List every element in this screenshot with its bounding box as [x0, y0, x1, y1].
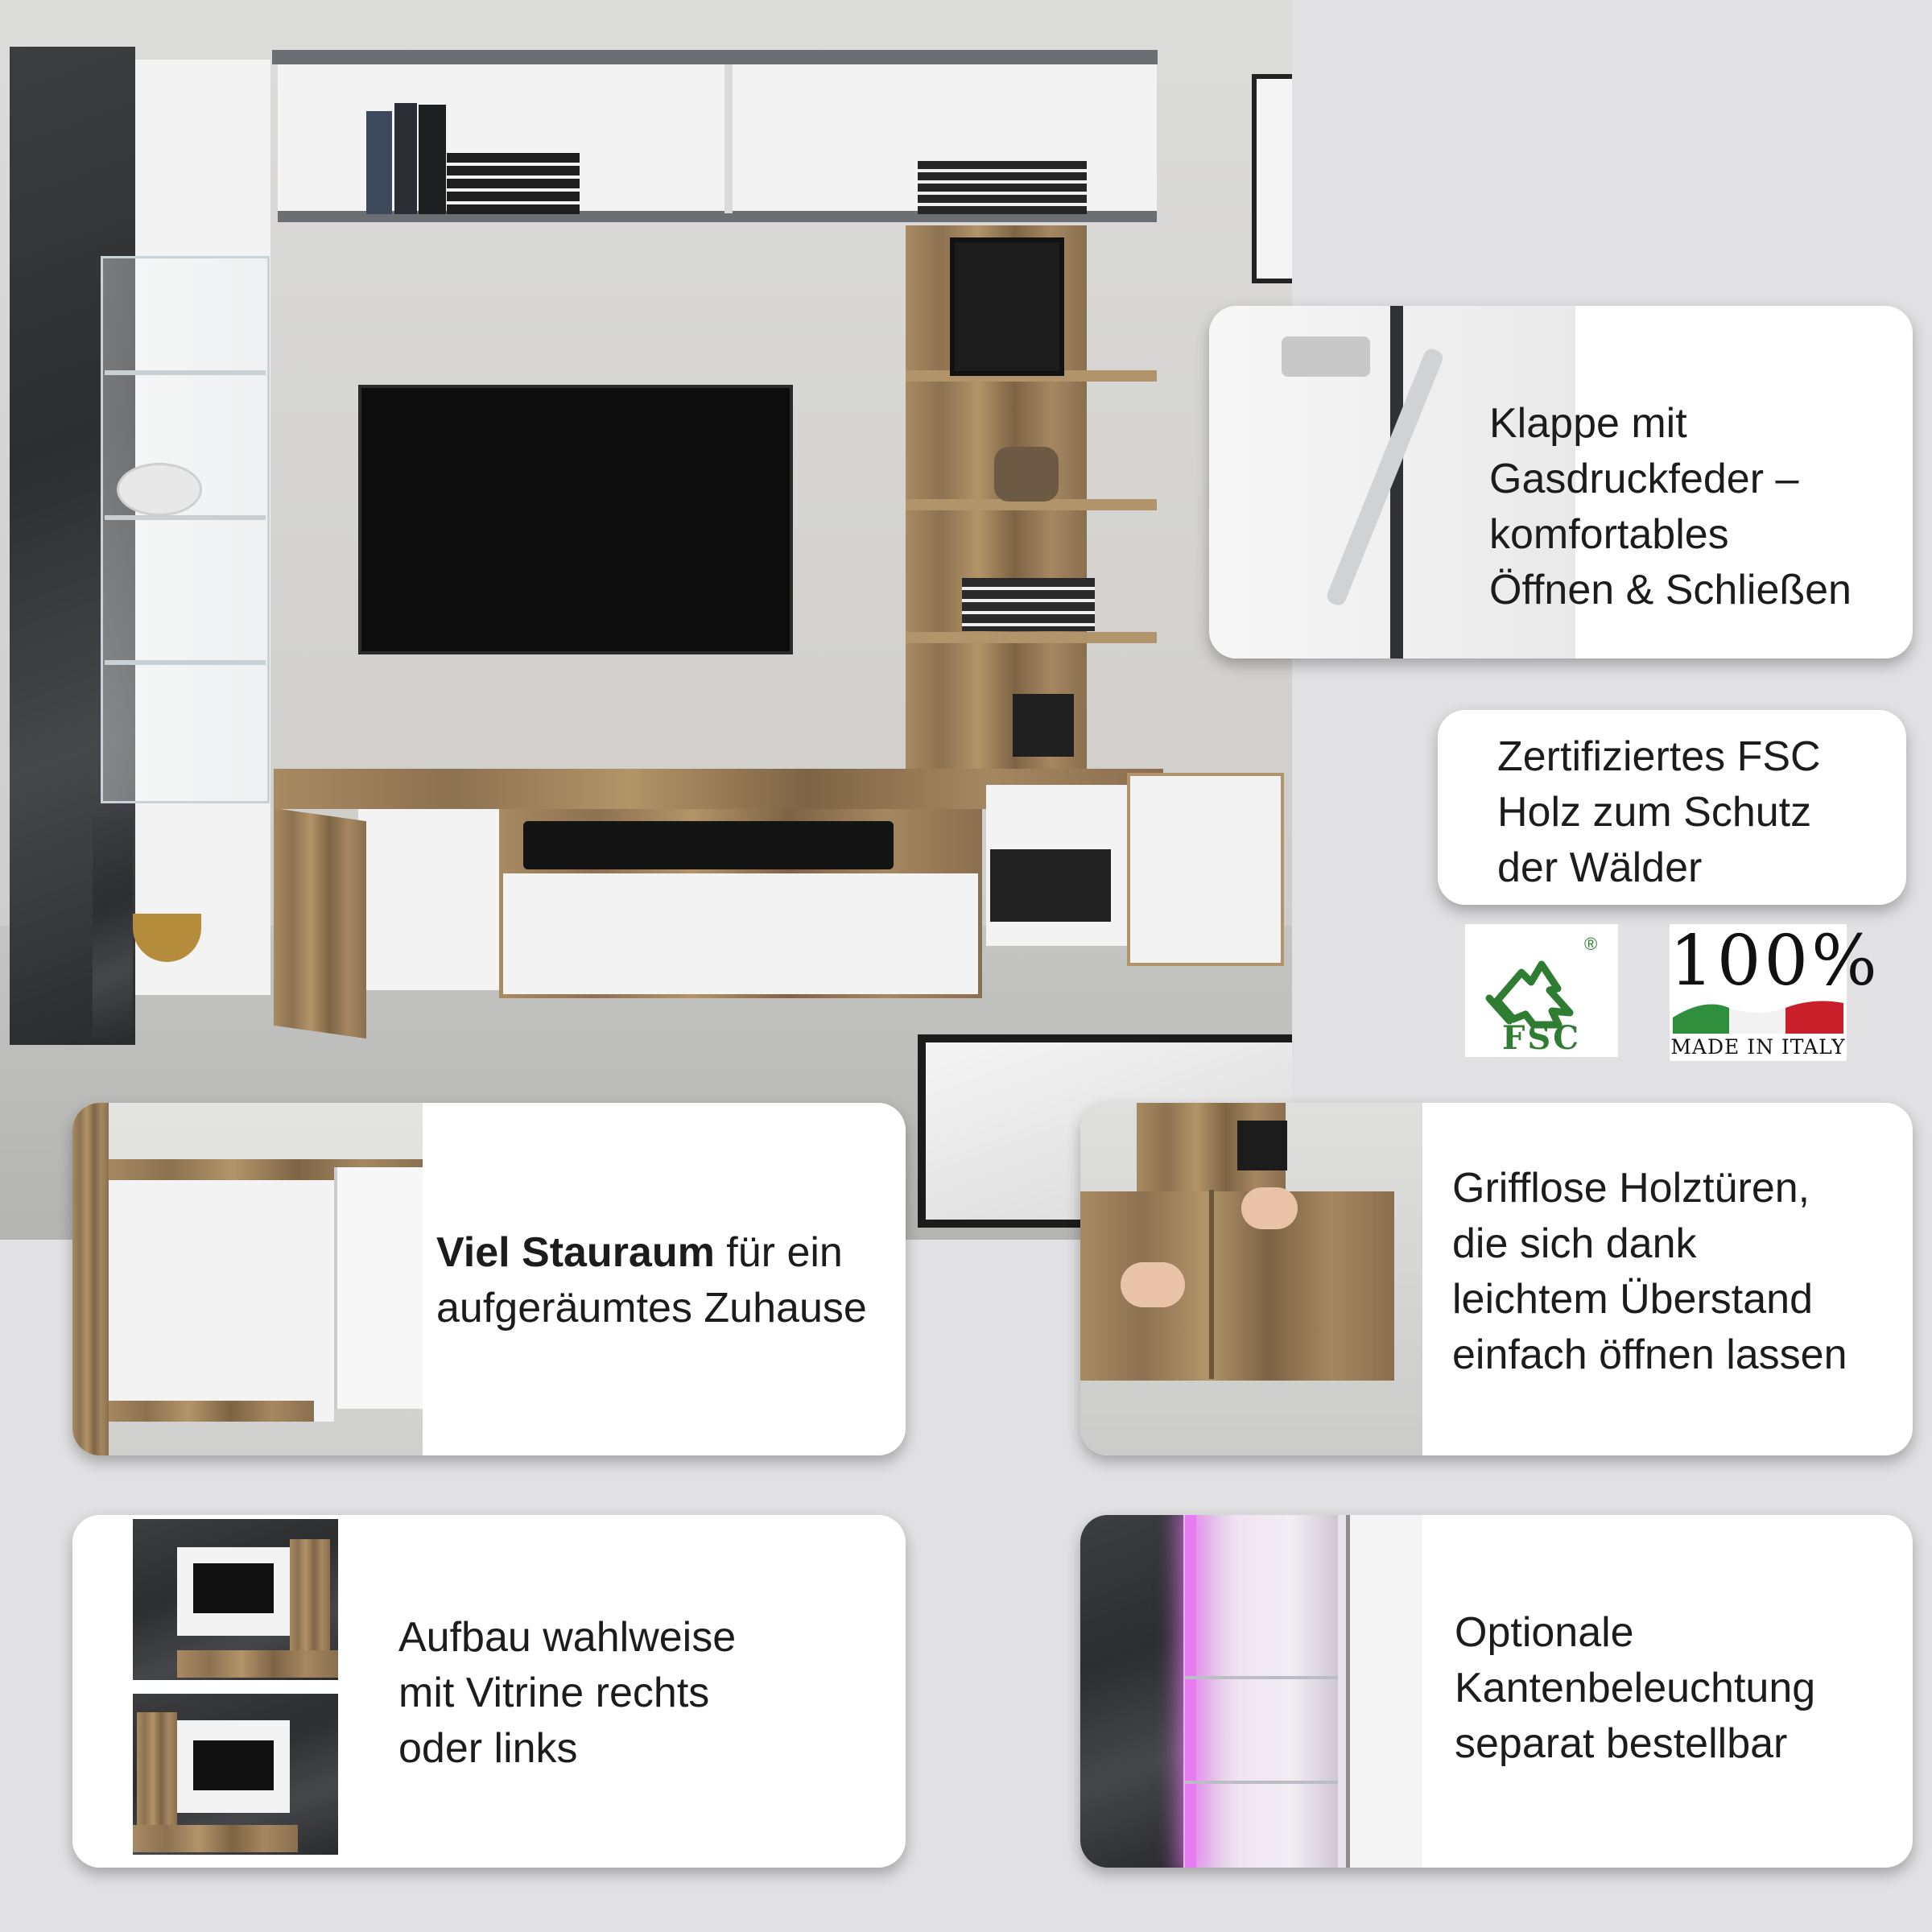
hero-room-photo	[0, 0, 1292, 1240]
fsc-text: Zertifiziertes FSC Holz zum Schutz der W…	[1497, 733, 1821, 891]
italy-flag-icon	[1673, 1001, 1843, 1034]
tv	[358, 385, 793, 654]
lowboard-door-left	[274, 807, 366, 1039]
assembly-photo	[72, 1515, 419, 1868]
fsc-label: FSC	[1501, 1019, 1582, 1057]
vitrine-glass-door	[101, 256, 270, 803]
vitrine-body	[135, 60, 270, 995]
callout-fsc: Zertifiziertes FSC Holz zum Schutz der W…	[1438, 710, 1906, 905]
callout-handleless: Grifflose Holztüren, die sich dank leich…	[1080, 1103, 1913, 1455]
gas-spring-strut	[1324, 346, 1446, 608]
callout-gas-spring: Klappe mit Gasdruckfeder – komfortables …	[1209, 306, 1913, 658]
gas-spring-text: Klappe mit Gasdruckfeder – komfortables …	[1489, 400, 1852, 613]
fsc-tree-icon	[1485, 960, 1574, 1029]
soundbar	[523, 821, 894, 869]
storage-photo	[72, 1103, 423, 1455]
open-door	[334, 1167, 423, 1409]
callout-assembly: Aufbau wahlweise mit Vitrine rechts oder…	[72, 1515, 906, 1868]
made-in-italy-logo: 100% MADE IN ITALY	[1670, 921, 1880, 1061]
lighting-photo	[1080, 1515, 1422, 1868]
led-glass-vitrine	[1185, 1515, 1338, 1868]
italy-label: MADE IN ITALY	[1670, 1035, 1846, 1059]
callout-lighting: Optionale Kantenbeleuchtung separat best…	[1080, 1515, 1913, 1868]
handleless-photo	[1080, 1103, 1422, 1455]
handleless-text: Grifflose Holztüren, die sich dank leich…	[1452, 1165, 1847, 1378]
hand-upper	[1241, 1187, 1298, 1229]
hand-lower	[1121, 1262, 1185, 1307]
callout-storage: Viel Stauraum für ein aufgeräumtes Zuhau…	[72, 1103, 906, 1455]
lighting-text: Optionale Kantenbeleuchtung separat best…	[1455, 1609, 1816, 1767]
gas-spring-photo	[1209, 306, 1575, 658]
framed-art	[950, 237, 1064, 376]
vase	[994, 447, 1059, 502]
plates	[117, 463, 202, 516]
assembly-text: Aufbau wahlweise mit Vitrine rechts oder…	[398, 1614, 737, 1772]
fsc-registered-mark: ®	[1584, 934, 1598, 954]
fsc-logo: ® FSC	[1465, 924, 1618, 1057]
wall-picture	[1252, 74, 1292, 283]
hinge	[1282, 336, 1370, 377]
led-strip	[1185, 1515, 1196, 1868]
wall-cabinet-top	[272, 50, 1158, 64]
storage-text: Viel Stauraum für ein aufgeräumtes Zuhau…	[436, 1229, 867, 1331]
italy-percent: 100%	[1670, 921, 1880, 1001]
subwoofer	[1013, 694, 1074, 757]
lowboard-door-right	[1127, 773, 1284, 966]
